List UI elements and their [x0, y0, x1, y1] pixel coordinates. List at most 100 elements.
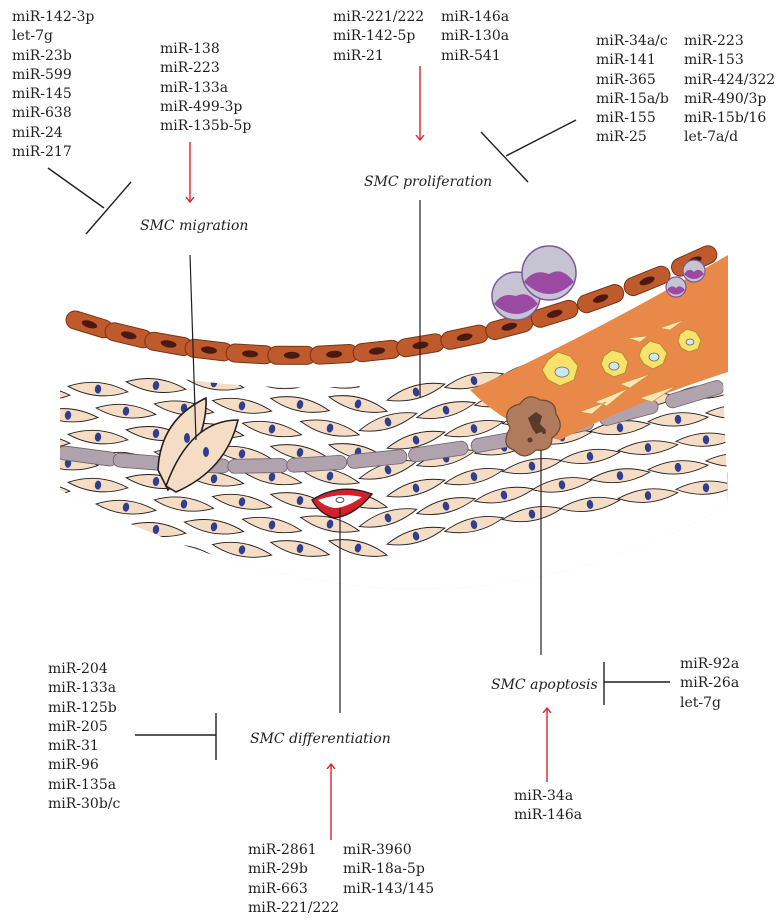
- mirna-item: miR-146a: [514, 807, 583, 824]
- smc-cell: [125, 378, 187, 393]
- smc-cell: [60, 408, 100, 423]
- proliferation-promoter-list-a: miR-221/222 miR-142-5p miR-21: [333, 8, 424, 66]
- mirna-item: miR-143/145: [343, 880, 435, 897]
- lamina-segment: [346, 449, 408, 469]
- endothelial-cell: [267, 345, 317, 365]
- mirna-item: miR-541: [441, 47, 501, 64]
- inhibit-migration-line: [47, 167, 105, 209]
- smc-cell: [60, 482, 72, 497]
- label-smc-proliferation: SMC proliferation: [364, 174, 493, 190]
- smc-cell: [674, 480, 728, 495]
- smc-cell: [67, 477, 129, 493]
- smc-cell: [704, 452, 728, 467]
- mirna-item: let-7g: [680, 694, 721, 711]
- mirna-item: miR-130a: [441, 28, 510, 45]
- mirna-item: miR-221/222: [248, 899, 340, 916]
- endothelial-cell: [225, 343, 275, 365]
- mirna-item: miR-133a: [48, 680, 117, 697]
- smc-cell: [415, 401, 477, 419]
- smc-cell: [617, 440, 679, 455]
- apoptotic-smc: [505, 396, 561, 457]
- smc-cell: [386, 382, 446, 402]
- smc-cell: [95, 547, 157, 563]
- smc-cell: [183, 519, 245, 535]
- leukocytes: [491, 245, 706, 321]
- mirna-item: miR-142-3p: [12, 9, 95, 25]
- smc-cell: [60, 504, 100, 519]
- label-smc-migration: SMC migration: [140, 218, 249, 234]
- smc-cell: [617, 488, 679, 503]
- mirna-item: miR-25: [596, 129, 647, 146]
- smc-cell: [646, 412, 710, 427]
- foam-cells: [541, 319, 702, 415]
- mirna-item: miR-138: [160, 41, 220, 57]
- smc-cell: [153, 496, 215, 512]
- smc-cell: [241, 516, 303, 534]
- smc-cell: [95, 403, 157, 419]
- mirna-item: miR-221/222: [333, 9, 425, 25]
- mirna-item: miR-18a-5p: [343, 861, 425, 878]
- promote-arrows: [190, 66, 547, 840]
- mirna-item: miR-92a: [680, 656, 740, 672]
- mirna-item: miR-15b/16: [684, 110, 767, 127]
- endothelial-layer: [65, 245, 718, 365]
- mirna-item: miR-490/3p: [684, 90, 767, 107]
- mirna-item: miR-499-3p: [160, 98, 243, 115]
- mirna-item: miR-96: [48, 757, 99, 774]
- smc-cell: [443, 420, 505, 438]
- mirna-item: miR-146a: [441, 9, 510, 25]
- mirna-item: miR-125b: [48, 699, 117, 716]
- smc-cell: [211, 445, 273, 462]
- mirna-item: miR-24: [12, 124, 63, 141]
- mirna-item: miR-424/322: [684, 71, 776, 88]
- mirna-item: miR-155: [596, 110, 656, 127]
- mirna-item: miR-142-5p: [333, 28, 416, 45]
- lamina-segment: [286, 454, 348, 473]
- mirna-item: miR-145: [12, 86, 72, 103]
- mirna-item: miR-133a: [160, 79, 229, 96]
- lamina-segment: [227, 458, 289, 474]
- mirna-item: miR-15a/b: [596, 90, 669, 107]
- smc-cell: [269, 444, 331, 461]
- mirna-item: miR-599: [12, 66, 72, 83]
- mirna-item: let-7g: [12, 28, 53, 45]
- endothelial-cell: [65, 310, 114, 339]
- mirna-item: miR-205: [48, 718, 108, 735]
- mirna-item: miR-204: [48, 661, 108, 677]
- smc-cell: [589, 468, 651, 484]
- proliferation-promoter-list-b: miR-146a miR-130a miR-541: [441, 8, 509, 66]
- smc-cell: [60, 552, 100, 567]
- smc-cell: [299, 515, 361, 533]
- endothelial-cell: [623, 265, 671, 297]
- smc-cell: [60, 434, 72, 449]
- smc-cell: [674, 432, 728, 447]
- smc-cell: [704, 404, 728, 419]
- mirna-item: miR-638: [12, 105, 72, 122]
- smc-cell: [415, 497, 477, 515]
- endothelial-cell: [184, 338, 234, 362]
- smc-cell: [386, 430, 446, 450]
- smc-cell: [211, 493, 273, 510]
- mirna-item: miR-21: [333, 47, 384, 64]
- lamina-segment: [408, 440, 469, 463]
- endothelial-cell: [440, 324, 489, 350]
- endothelial-cell: [104, 322, 153, 349]
- mirna-item: miR-141: [596, 52, 656, 69]
- mirna-item: miR-217: [12, 144, 72, 161]
- smc-cell: [327, 539, 389, 557]
- pointer-lines: [189, 200, 542, 713]
- mirna-item: miR-135a: [48, 776, 117, 793]
- smc-cell: [211, 541, 273, 558]
- mirna-item: miR-135b-5p: [160, 118, 252, 135]
- mirna-item: let-7a/d: [684, 129, 739, 146]
